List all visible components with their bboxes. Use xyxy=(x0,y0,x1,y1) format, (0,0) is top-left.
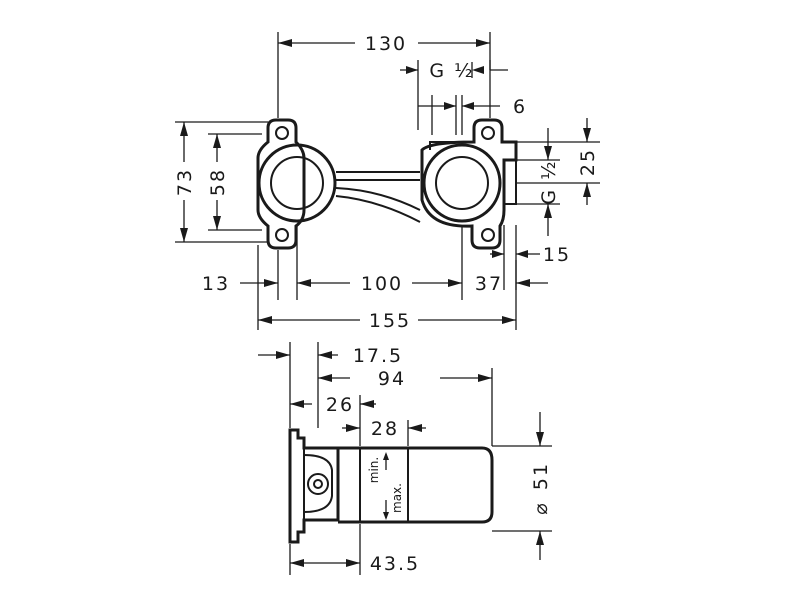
dim-label-130: 130 xyxy=(365,33,407,55)
top-view: 130 G ½ 6 xyxy=(174,32,600,332)
dim-28: 28 xyxy=(342,418,426,446)
dim-row-13-100-37: 13 100 37 xyxy=(202,225,548,330)
dim-label-43-5: 43.5 xyxy=(370,553,420,575)
left-port-ring xyxy=(257,143,337,223)
dim-label-13: 13 xyxy=(202,273,230,295)
dim-58: 58 xyxy=(207,133,262,231)
dim-label-73: 73 xyxy=(174,168,196,196)
dim-thread-side: G ½ xyxy=(516,128,560,236)
dim-label-94: 94 xyxy=(378,368,406,390)
dim-label-58: 58 xyxy=(207,168,229,196)
right-port-ring xyxy=(422,143,502,223)
screw-hole-icon xyxy=(481,228,495,242)
dim-label-thread-top: G ½ xyxy=(429,60,474,82)
dim-label-155: 155 xyxy=(369,310,411,332)
side-outlet xyxy=(503,159,517,205)
valve-stem-icon xyxy=(307,473,329,495)
body-cylinder: min. max. xyxy=(338,446,494,524)
diameter-icon: ⌀ xyxy=(530,501,552,514)
dim-73: 73 xyxy=(174,121,268,243)
dim-26: 26 xyxy=(290,394,376,446)
right-mounting-flange xyxy=(420,118,518,250)
dim-label-thread-side: G ½ xyxy=(538,159,560,204)
screw-hole-icon xyxy=(481,126,495,140)
dim-25: 25 xyxy=(516,118,600,205)
left-mounting-flange xyxy=(256,118,337,250)
connecting-pipe xyxy=(335,171,421,223)
wall-plate xyxy=(288,428,340,544)
dim-94: 94 xyxy=(318,368,493,446)
dim-thread-top: G ½ xyxy=(400,60,508,130)
dim-label-37: 37 xyxy=(475,273,503,295)
dim-17-5: 17.5 xyxy=(258,342,403,428)
right-port-opening xyxy=(435,156,489,210)
dim-label-51: 51 xyxy=(530,462,552,490)
side-view: min. max. 17.5 94 xyxy=(258,342,552,575)
dim-6: 6 xyxy=(418,95,527,135)
dim-label-6: 6 xyxy=(513,96,527,118)
label-min: min. xyxy=(367,457,381,483)
screw-hole-icon xyxy=(275,228,289,242)
dim-15: 15 xyxy=(490,225,571,290)
dim-diameter-51: 51 ⌀ xyxy=(492,412,552,560)
dim-label-26: 26 xyxy=(326,394,354,416)
dim-label-15: 15 xyxy=(543,244,571,266)
label-max: max. xyxy=(390,483,404,513)
dim-label-28: 28 xyxy=(371,418,399,440)
dim-130: 130 xyxy=(277,32,491,118)
left-port-opening xyxy=(270,156,324,210)
dim-label-17-5: 17.5 xyxy=(353,345,403,367)
screw-hole-icon xyxy=(275,126,289,140)
dim-43-5: 43.5 xyxy=(289,524,420,575)
dim-155: 155 xyxy=(258,310,516,332)
dim-label-100: 100 xyxy=(361,273,403,295)
dim-label-25: 25 xyxy=(577,148,599,176)
